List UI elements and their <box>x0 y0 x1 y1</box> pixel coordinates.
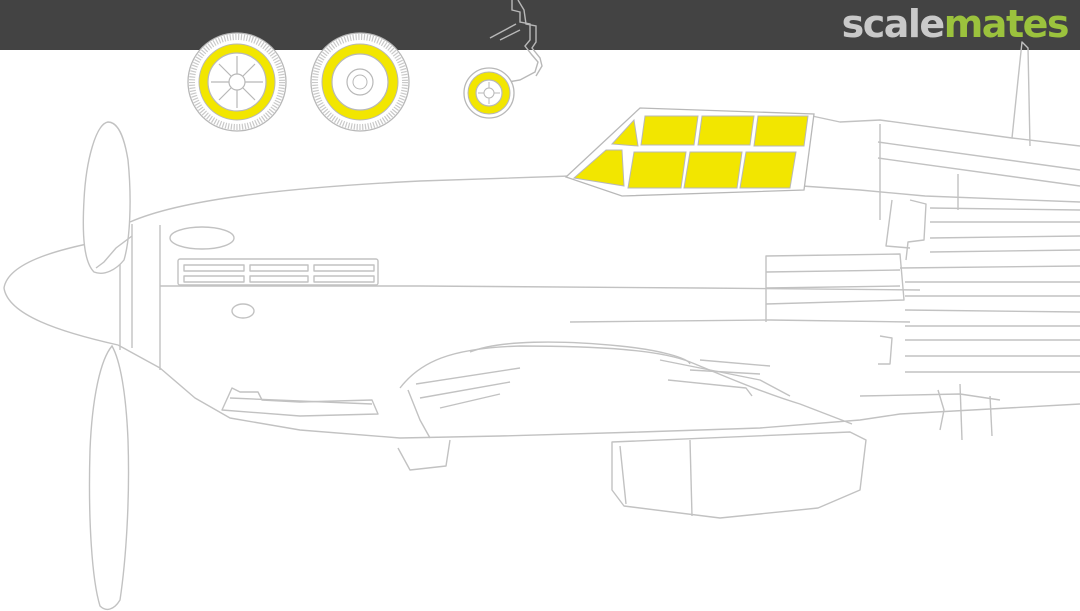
aircraft-outline <box>3 41 1080 519</box>
tail-wheel <box>463 67 515 119</box>
propeller <box>82 121 133 611</box>
logo-text-scale: scale <box>841 2 946 46</box>
main-wheel-2 <box>310 32 410 132</box>
header-bar: scalemates <box>0 0 1080 50</box>
tail-wheel-strut <box>489 0 543 83</box>
scalemates-logo[interactable]: scalemates <box>841 2 1070 46</box>
main-wheel-1 <box>187 32 287 132</box>
logo-text-mates: mates <box>943 2 1070 46</box>
canopy-frames <box>564 107 815 197</box>
